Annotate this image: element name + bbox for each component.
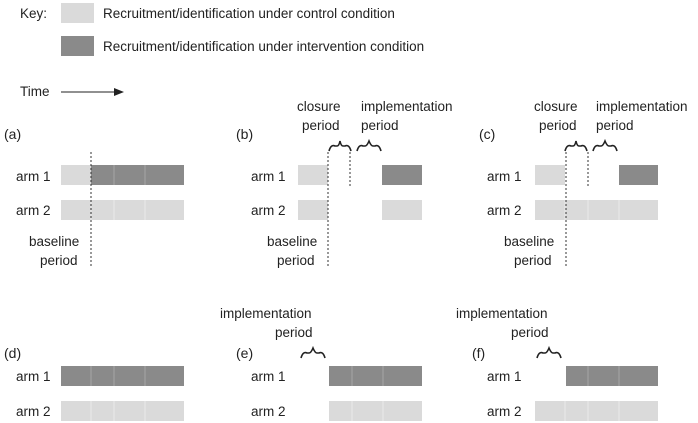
arm1-block-control	[61, 165, 91, 185]
key-control-swatch	[61, 3, 94, 23]
arm-1-label: arm 1	[251, 169, 286, 184]
arm-2-label: arm 2	[16, 404, 51, 419]
panel-label: (e)	[236, 345, 253, 361]
panel-label: (c)	[479, 126, 495, 142]
arm1-block-intervention	[91, 165, 184, 185]
baseline-label-line1: baseline	[29, 234, 79, 249]
arm2-block-control	[535, 200, 658, 220]
implementation-brace	[300, 345, 326, 359]
time-arrow-head	[114, 88, 124, 96]
panel-label: (f)	[472, 345, 485, 361]
baseline-label-line1: baseline	[267, 234, 317, 249]
arm1-block-intervention	[61, 366, 184, 386]
panel-b: (b) closure period implementation period…	[236, 99, 453, 268]
arm-2-label: arm 2	[487, 203, 522, 218]
panel-e: (e) implementation period arm 1 arm 2	[220, 306, 422, 421]
arm1-block-intervention	[619, 165, 658, 185]
arm-1-label: arm 1	[487, 369, 522, 384]
arm2-block-control	[382, 200, 422, 220]
arm-1-label: arm 1	[16, 369, 51, 384]
key-intervention-swatch	[61, 36, 94, 56]
panel-label: (d)	[4, 345, 21, 361]
panel-label: (b)	[236, 126, 253, 142]
arm2-block-control	[298, 200, 328, 220]
closure-label-line2: period	[539, 118, 577, 133]
closure-brace	[328, 140, 352, 152]
implementation-label-line2: period	[275, 325, 313, 340]
baseline-label-line2: period	[514, 253, 552, 268]
implementation-label-line2: period	[596, 118, 634, 133]
implementation-label-line2: period	[361, 118, 399, 133]
panel-d: (d) arm 1 arm 2	[4, 345, 184, 421]
arm2-block-control	[329, 401, 422, 421]
implementation-label-line1: implementation	[220, 306, 312, 321]
closure-brace	[564, 140, 588, 152]
panel-c: (c) closure period implementation period…	[479, 99, 688, 268]
time-label: Time	[20, 84, 50, 99]
arm-1-label: arm 1	[16, 169, 51, 184]
implementation-brace	[356, 138, 382, 152]
panel-a: (a) arm 1 arm 2 baseline period	[4, 126, 184, 268]
arm2-block-control	[535, 401, 658, 421]
implementation-label-line1: implementation	[596, 99, 688, 114]
arm1-block-intervention	[329, 366, 422, 386]
arm2-block-control	[61, 200, 184, 220]
implementation-label-line1: implementation	[361, 99, 453, 114]
arm-2-label: arm 2	[487, 404, 522, 419]
panel-label: (a)	[4, 126, 21, 142]
arm1-block-control	[298, 165, 328, 185]
closure-label-line1: closure	[534, 99, 578, 114]
implementation-brace	[592, 138, 618, 152]
closure-label-line1: closure	[297, 99, 341, 114]
arm-2-label: arm 2	[16, 203, 51, 218]
arm1-block-control	[535, 165, 565, 185]
baseline-label-line2: period	[277, 253, 315, 268]
arm-2-label: arm 2	[251, 404, 286, 419]
implementation-brace	[536, 345, 562, 359]
arm1-block-intervention	[566, 366, 658, 386]
baseline-label-line1: baseline	[504, 234, 554, 249]
arm1-block-intervention	[382, 165, 422, 185]
arm-2-label: arm 2	[251, 203, 286, 218]
implementation-label-line1: implementation	[456, 306, 548, 321]
closure-label-line2: period	[302, 118, 340, 133]
key-control-label: Recruitment/identification under control…	[103, 6, 395, 21]
panel-f: (f) implementation period arm 1 arm 2	[456, 306, 658, 421]
key-intervention-label: Recruitment/identification under interve…	[103, 39, 424, 54]
implementation-label-line2: period	[511, 325, 549, 340]
arm-1-label: arm 1	[251, 369, 286, 384]
baseline-label-line2: period	[40, 253, 78, 268]
key-title: Key:	[20, 6, 47, 21]
arm2-block-control	[61, 401, 184, 421]
arm-1-label: arm 1	[487, 169, 522, 184]
